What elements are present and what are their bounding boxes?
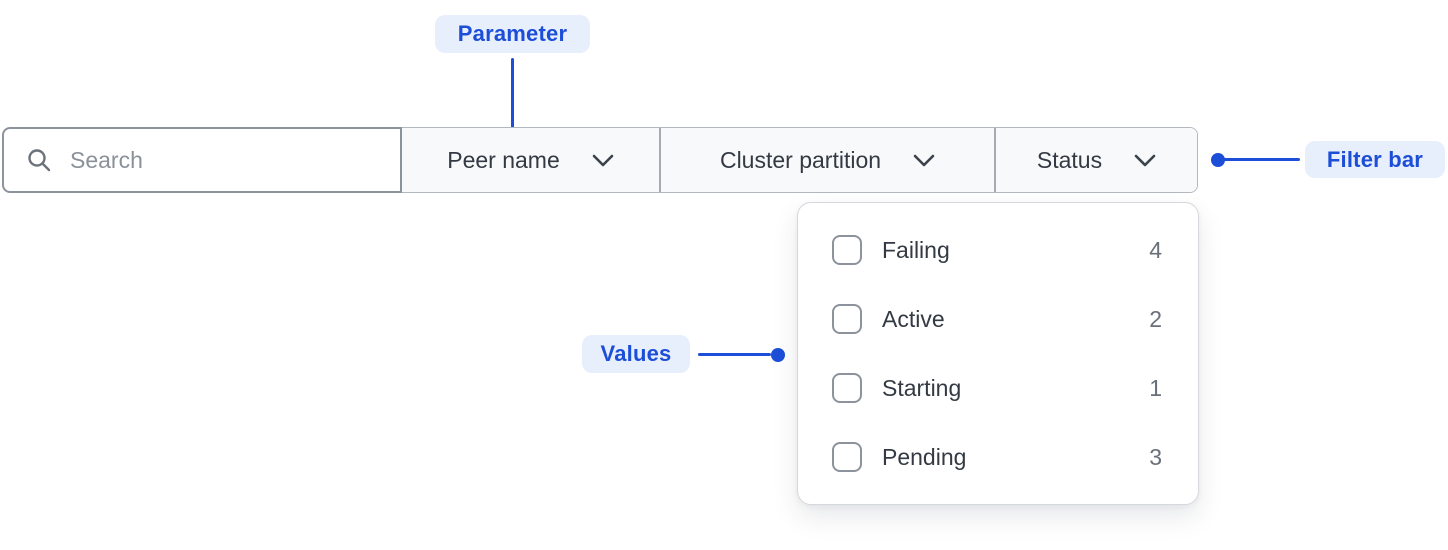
filter-dropdown-peer-name[interactable]: Peer name: [402, 128, 659, 192]
parameter-connector-line: [511, 58, 514, 143]
filter-dropdown-cluster-partition[interactable]: Cluster partition: [659, 128, 994, 192]
checkbox[interactable]: [832, 304, 862, 334]
status-filter-dropdown-panel: Failing 4 Active 2 Starting 1 Pending 3: [797, 202, 1199, 505]
option-label: Active: [882, 305, 945, 332]
checkbox[interactable]: [832, 373, 862, 403]
search-icon: [28, 149, 51, 172]
dropdown-option-starting[interactable]: Starting 1: [832, 356, 1162, 420]
filter-bar-connector-line: [1220, 158, 1300, 161]
dropdown-option-pending[interactable]: Pending 3: [832, 425, 1162, 489]
option-label: Starting: [882, 374, 962, 401]
filter-dropdown-status[interactable]: Status: [994, 128, 1197, 192]
option-count: 1: [1149, 374, 1162, 401]
parameter-annotation-badge: Parameter: [435, 15, 590, 53]
filter-bar-annotation-badge: Filter bar: [1305, 141, 1445, 178]
option-count: 2: [1149, 305, 1162, 332]
filter-dropdown-group: Peer name Cluster partition Status: [402, 127, 1198, 193]
checkbox[interactable]: [832, 235, 862, 265]
dropdown-label: Status: [1036, 146, 1103, 173]
filter-bar: Peer name Cluster partition Status: [2, 127, 1198, 193]
option-label: Failing: [882, 236, 950, 263]
option-count: 3: [1149, 443, 1162, 470]
dropdown-option-active[interactable]: Active 2: [832, 287, 1162, 351]
option-count: 4: [1149, 236, 1162, 263]
values-connector-dot: [771, 348, 785, 362]
values-connector-line: [698, 353, 771, 356]
dropdown-label: Peer name: [447, 146, 560, 173]
values-annotation-badge: Values: [582, 335, 690, 373]
search-input[interactable]: [70, 146, 382, 174]
dropdown-option-failing[interactable]: Failing 4: [832, 218, 1162, 282]
option-label: Pending: [882, 443, 967, 470]
chevron-down-icon: [592, 154, 614, 166]
filter-bar-connector-dot: [1211, 153, 1225, 167]
search-box[interactable]: [2, 127, 402, 193]
chevron-down-icon: [913, 154, 935, 166]
chevron-down-icon: [1134, 154, 1156, 166]
dropdown-label: Cluster partition: [719, 146, 882, 173]
checkbox[interactable]: [832, 442, 862, 472]
